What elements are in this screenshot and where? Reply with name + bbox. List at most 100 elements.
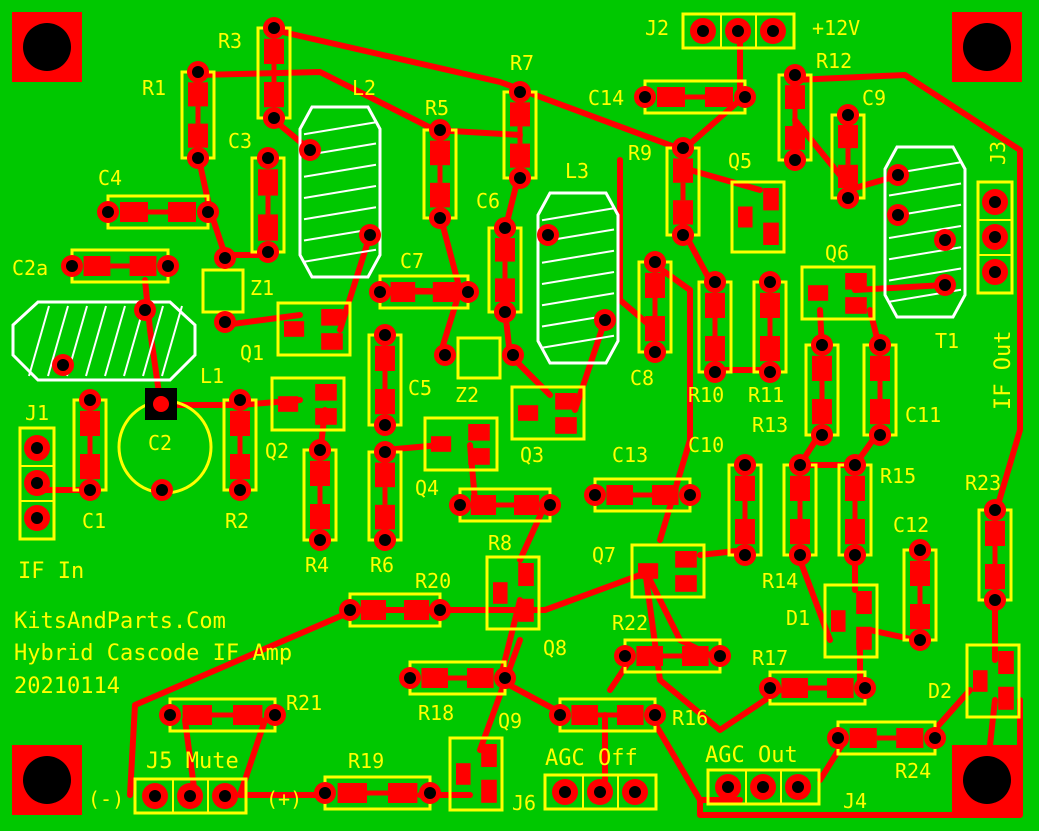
label-c5: C5 <box>408 376 432 400</box>
label-r11: R11 <box>748 383 784 407</box>
label-c10: C10 <box>688 433 724 457</box>
resistor-r24 <box>827 720 946 756</box>
label-c13: C13 <box>612 443 648 467</box>
connector-j3 <box>976 180 1014 295</box>
label-l3: L3 <box>565 159 589 183</box>
label-c7: C7 <box>400 249 424 273</box>
resistor-r20 <box>339 592 451 628</box>
label-r8: R8 <box>488 531 512 555</box>
trace-r23-right <box>992 307 1023 518</box>
label-r2: R2 <box>225 509 249 533</box>
credit-line-1: KitsAndParts.Com <box>14 609 226 634</box>
trace-r9-c14 <box>680 97 743 153</box>
resistor-r13 <box>804 334 840 446</box>
inductor-l2 <box>298 105 382 279</box>
label-r10: R10 <box>688 383 724 407</box>
resistor-r21 <box>159 697 286 733</box>
connector-j6 <box>543 773 658 811</box>
label-q8: Q8 <box>543 636 567 660</box>
capacitor-c11 <box>862 334 898 446</box>
capacitor-c8 <box>637 251 673 363</box>
resistor-r11 <box>752 271 788 383</box>
diode-d2 <box>965 643 1021 719</box>
label-q9: Q9 <box>498 709 522 733</box>
trace-top-right <box>792 72 1023 313</box>
resistor-r18 <box>399 660 516 696</box>
label-c12: C12 <box>893 513 929 537</box>
trace-top <box>271 27 686 153</box>
transformer-t1 <box>883 145 967 319</box>
label-r9: R9 <box>628 141 652 165</box>
label-q3: Q3 <box>520 443 544 467</box>
trace-r8-r18 <box>497 597 523 683</box>
transistor-q2 <box>270 376 346 432</box>
label-q2: Q2 <box>265 439 289 463</box>
label-r23: R23 <box>965 471 1001 495</box>
resistor-r10 <box>697 271 733 383</box>
capacitor-c10 <box>449 487 561 523</box>
label-agcoff: AGC Off <box>545 746 638 771</box>
resistor-r3 <box>256 17 292 129</box>
label-r14: R14 <box>762 569 798 593</box>
connector-j5 <box>133 777 248 815</box>
label-c4: C4 <box>98 166 122 190</box>
label-j3: J3 <box>986 141 1010 165</box>
label-c9: C9 <box>862 86 886 110</box>
transistor-q1 <box>276 301 352 357</box>
capacitor-c2 <box>117 388 213 501</box>
label-ifin: IF In <box>18 559 84 584</box>
label-r22: R22 <box>612 611 648 635</box>
connector-j4 <box>706 768 821 806</box>
label-r6: R6 <box>370 553 394 577</box>
label-q7: Q7 <box>592 543 616 567</box>
resistor-r14 <box>727 454 763 566</box>
capacitor-c4 <box>97 194 219 230</box>
label-d2: D2 <box>928 679 952 703</box>
label-q6: Q6 <box>825 241 849 265</box>
trace-r20-left <box>127 609 353 798</box>
label-j1: J1 <box>25 401 49 425</box>
label-r18: R18 <box>418 701 454 725</box>
transistor-q9 <box>448 736 504 812</box>
zener-z1 <box>201 247 245 333</box>
trace-c13-r8 <box>517 502 548 563</box>
capacitor-c6 <box>487 217 523 323</box>
resistor-r5 <box>422 119 458 229</box>
label-12v: +12V <box>812 16 860 40</box>
transistor-q5 <box>730 180 786 254</box>
inductor-l3 <box>536 191 620 365</box>
connector-j2 <box>681 12 796 50</box>
capacitor-c1 <box>72 389 108 501</box>
credit-line-2: Hybrid Cascode IF Amp <box>14 641 292 666</box>
label-q1: Q1 <box>240 341 264 365</box>
label-d1: D1 <box>786 606 810 630</box>
transistor-q3 <box>510 385 586 441</box>
label-r4: R4 <box>305 553 329 577</box>
label-c2: C2 <box>148 431 172 455</box>
label-z1: Z1 <box>250 276 274 300</box>
components <box>11 12 1021 815</box>
label-r3: R3 <box>218 29 242 53</box>
label-ifout: IF Out <box>991 331 1016 410</box>
label-c11: C11 <box>905 403 941 427</box>
resistor-r15 <box>837 454 873 566</box>
label-r20: R20 <box>415 569 451 593</box>
resistor-r22 <box>614 638 731 674</box>
trace-d2-corner <box>987 697 998 748</box>
resistor-r17 <box>759 670 876 706</box>
label-z2: Z2 <box>455 383 479 407</box>
resistor-r1 <box>180 61 216 169</box>
resistor-r2 <box>222 389 258 501</box>
label-plus: (+) <box>266 787 302 811</box>
label-j5: J5 Mute <box>146 749 239 774</box>
trace-c2a-l1 <box>142 277 163 403</box>
credit-line-3: 20210114 <box>14 674 120 699</box>
label-c1: C1 <box>82 509 106 533</box>
capacitor-c13 <box>584 477 701 513</box>
trace-q7-r17 <box>642 567 783 733</box>
label-l1: L1 <box>200 364 224 388</box>
label-r12: R12 <box>816 49 852 73</box>
connector-j1 <box>18 426 56 541</box>
label-agcout: AGC Out <box>705 743 798 768</box>
label-r13: R13 <box>752 413 788 437</box>
